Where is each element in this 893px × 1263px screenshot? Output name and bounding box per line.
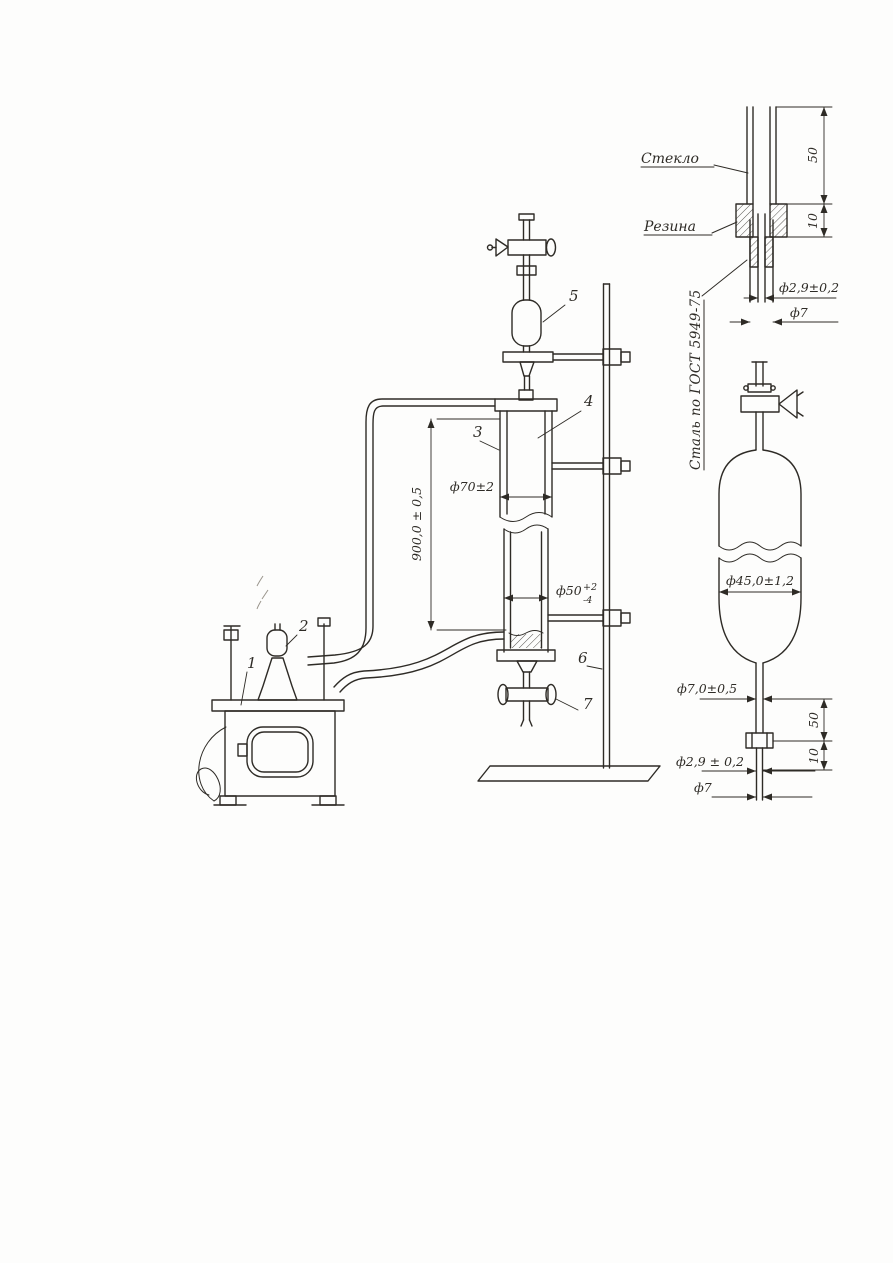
part-number-6: 6 — [578, 649, 588, 667]
sprayer-nozzle — [266, 623, 288, 657]
dim-column-height-label: 900,0 ± 0,5 — [409, 487, 424, 561]
dim-tube-diameter-label: ф70±2 — [450, 479, 494, 494]
dim-joint-bore-label: ф2,9±0,2 — [779, 280, 839, 295]
ampoule-bulb — [718, 449, 802, 801]
heater-box — [211, 699, 345, 806]
flask — [257, 657, 298, 701]
connecting-hoses — [307, 398, 505, 693]
material-label-leaders — [640, 164, 749, 471]
dim-tip-outer-label: ф7 — [694, 780, 712, 795]
top-stopcock — [486, 213, 557, 301]
part-leader-lines — [240, 304, 603, 711]
rubber-material-label: Резина — [643, 219, 696, 235]
spray-marks — [256, 575, 269, 610]
part-number-1: 1 — [247, 654, 257, 672]
glass-material-label: Стекло — [641, 151, 699, 167]
dim-tip-length-label: 10 — [806, 748, 821, 764]
dim-lower-tube-tol-plus: +2 — [583, 582, 597, 593]
ampoule-dimensions — [699, 588, 833, 801]
bottom-stopcock — [497, 683, 557, 727]
dim-ampoule-bore-label: ф2,9 ± 0,2 — [676, 754, 744, 769]
part-number-7: 7 — [583, 695, 593, 713]
tube-joint-detail — [735, 106, 788, 303]
dim-neck-length-label: 50 — [806, 712, 821, 728]
dim-bulb-diameter-label: ф45,0±1,2 — [726, 573, 794, 588]
tube-joint-dimensions — [729, 106, 839, 326]
power-cable — [195, 726, 227, 802]
dropping-bulb — [502, 299, 554, 401]
dim-lower-tube-diameter-label: ф50 — [556, 583, 582, 598]
support-rods — [223, 617, 331, 701]
steel-material-label: Сталь по ГОСТ 5949-75 — [688, 289, 704, 470]
part-number-5: 5 — [569, 287, 579, 305]
stand-rod-and-base — [477, 283, 661, 782]
part-number-4: 4 — [583, 392, 594, 410]
dim-lower-tube-tol-minus: -4 — [583, 595, 592, 606]
ampoule-stopcock — [740, 361, 804, 451]
dim-joint-outer-label: ф7 — [790, 305, 808, 320]
dim-glass-length-label: 50 — [805, 147, 820, 163]
dim-rubber-length-label: 10 — [805, 213, 820, 229]
part-number-2: 2 — [298, 617, 309, 635]
reaction-column — [494, 398, 558, 689]
stand-clamps — [547, 348, 631, 627]
dim-neck-diameter-label: ф7,0±0,5 — [677, 681, 737, 696]
part-number-3: 3 — [473, 423, 483, 441]
dim-column-height — [427, 418, 507, 631]
